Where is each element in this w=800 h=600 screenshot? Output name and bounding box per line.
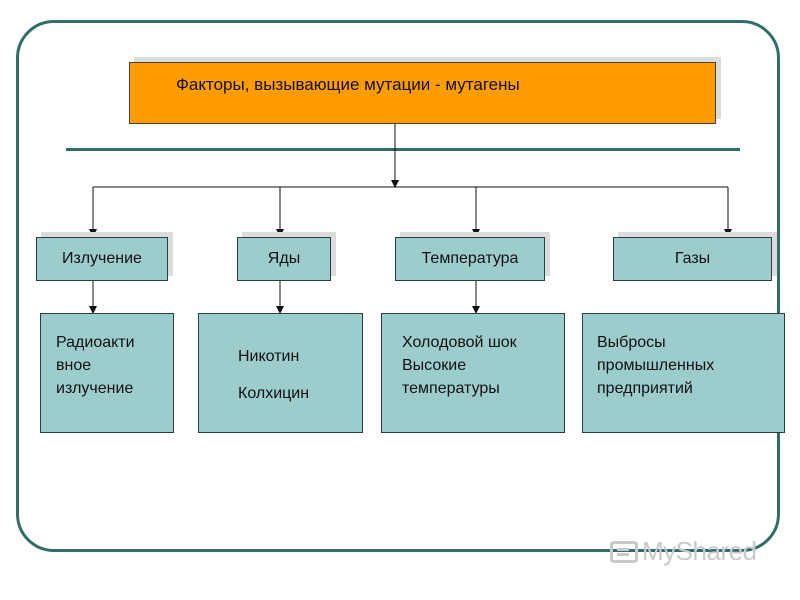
divider-line bbox=[66, 148, 740, 151]
detail-box-poisons: Никотин Колхицин bbox=[198, 313, 363, 433]
detail-line: Никотин bbox=[238, 348, 300, 365]
category-box-temperature: Температура bbox=[395, 237, 545, 281]
detail-box-temperature: Холодовой шок Высокие температуры bbox=[381, 313, 565, 433]
detail-box-radiation: Радиоакти вное излучение bbox=[40, 313, 174, 433]
detail-line: температуры bbox=[402, 380, 500, 397]
category-box-radiation: Излучение bbox=[36, 237, 168, 281]
category-label: Излучение bbox=[62, 250, 142, 267]
presentation-icon bbox=[610, 540, 638, 563]
detail-line: Колхицин bbox=[238, 385, 310, 402]
detail-line: вное bbox=[56, 357, 92, 374]
watermark: MyShared bbox=[610, 536, 757, 567]
category-label: Температура bbox=[421, 250, 519, 267]
detail-line: Радиоакти bbox=[56, 334, 135, 351]
category-label: Яды bbox=[267, 250, 301, 267]
watermark-text: MyShared bbox=[642, 536, 757, 566]
category-box-poisons: Яды bbox=[237, 237, 331, 281]
category-box-gases: Газы bbox=[613, 237, 772, 281]
detail-line: Холодовой шок bbox=[402, 334, 517, 351]
title-text: Факторы, вызывающие мутации - мутагены bbox=[176, 75, 520, 94]
detail-line: Высокие bbox=[402, 357, 467, 374]
title-box: Факторы, вызывающие мутации - мутагены bbox=[129, 62, 716, 124]
detail-box-gases: Выбросы промышленных предприятий bbox=[582, 313, 785, 433]
detail-line: излучение bbox=[56, 380, 134, 397]
detail-line: Выбросы bbox=[597, 334, 666, 351]
detail-line: промышленных bbox=[597, 357, 715, 374]
category-label: Газы bbox=[674, 250, 711, 267]
detail-line: предприятий bbox=[597, 380, 693, 397]
